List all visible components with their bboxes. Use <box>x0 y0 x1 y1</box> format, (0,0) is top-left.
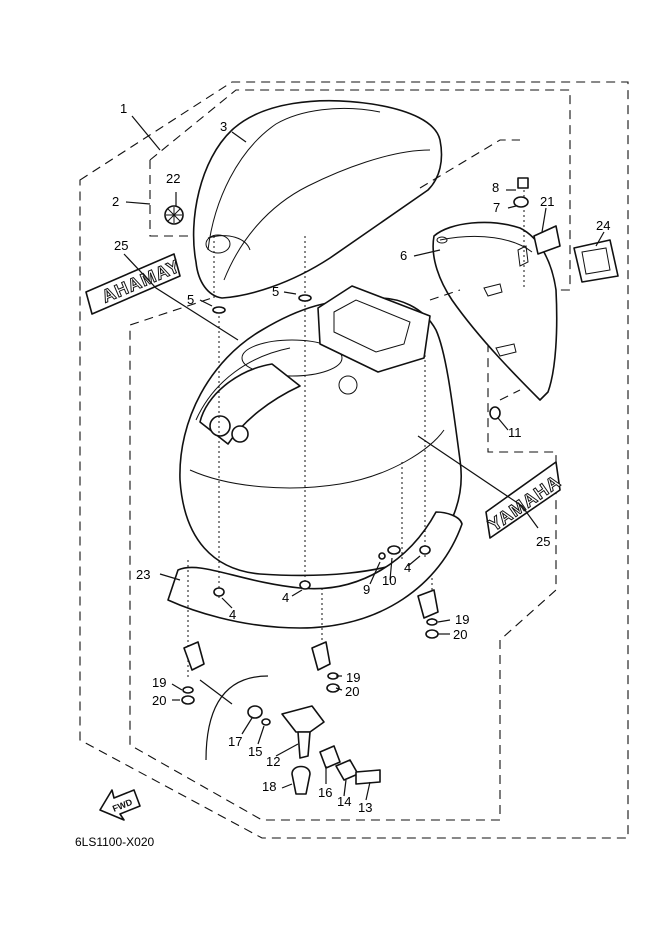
callout-5-right: 5 <box>272 284 279 299</box>
callout-16: 16 <box>318 785 332 800</box>
assembly-outline-inner <box>129 89 571 821</box>
decal-right-text: YAMAHA <box>485 471 565 535</box>
callout-14: 14 <box>337 794 351 809</box>
callout-5-left: 5 <box>187 292 194 307</box>
callout-3: 3 <box>220 119 227 134</box>
callout-18: 18 <box>262 779 276 794</box>
callout-4-right: 4 <box>404 560 411 575</box>
rear-cover-part-6 <box>432 221 558 401</box>
callout-21: 21 <box>540 194 554 209</box>
callout-6: 6 <box>400 248 407 263</box>
assembly-outline-outer <box>79 81 629 839</box>
callout-4-center: 4 <box>282 590 289 605</box>
grommet-part-22 <box>164 205 184 225</box>
seal-part-23 <box>167 511 463 629</box>
callout-13: 13 <box>358 800 372 815</box>
callout-19-left: 19 <box>152 675 166 690</box>
callout-17: 17 <box>228 734 242 749</box>
callout-19-center: 19 <box>346 670 360 685</box>
decal-left-part-25: YAMAHA <box>85 253 183 315</box>
callout-24: 24 <box>596 218 610 233</box>
leader-lines <box>123 115 605 801</box>
callout-numbers: 1 2 3 22 25 5 5 6 8 7 21 24 11 25 23 4 4… <box>112 101 610 815</box>
bottom-cowling-part-2 <box>179 285 462 577</box>
callout-7: 7 <box>493 200 500 215</box>
callout-4-left: 4 <box>229 607 236 622</box>
callout-20-right: 20 <box>453 627 467 642</box>
emblem-part-24 <box>573 239 619 283</box>
detail-bubble <box>199 675 269 761</box>
callout-25-right: 25 <box>536 534 550 549</box>
decal-right-part-25: YAMAHA <box>484 461 565 539</box>
latch-detail <box>247 705 381 795</box>
callout-20-left: 20 <box>152 693 166 708</box>
callout-20-center: 20 <box>345 684 359 699</box>
callout-9: 9 <box>363 582 370 597</box>
callout-11: 11 <box>508 425 522 440</box>
sticker-part-21 <box>533 225 561 255</box>
callout-19-right: 19 <box>455 612 469 627</box>
callout-23: 23 <box>136 567 150 582</box>
callout-1: 1 <box>120 101 127 116</box>
callout-15: 15 <box>248 744 262 759</box>
callout-8: 8 <box>492 180 499 195</box>
callout-12: 12 <box>266 754 280 769</box>
callout-22: 22 <box>166 171 180 186</box>
top-cover-part-3 <box>192 99 443 299</box>
callout-10: 10 <box>382 573 396 588</box>
callout-25-left: 25 <box>114 238 128 253</box>
callout-2: 2 <box>112 194 119 209</box>
hardware <box>181 177 529 705</box>
group-bracket-22 <box>149 160 196 237</box>
fwd-arrow-icon: FWD <box>99 789 141 821</box>
diagram-code: 6LS1100-X020 <box>75 835 155 849</box>
